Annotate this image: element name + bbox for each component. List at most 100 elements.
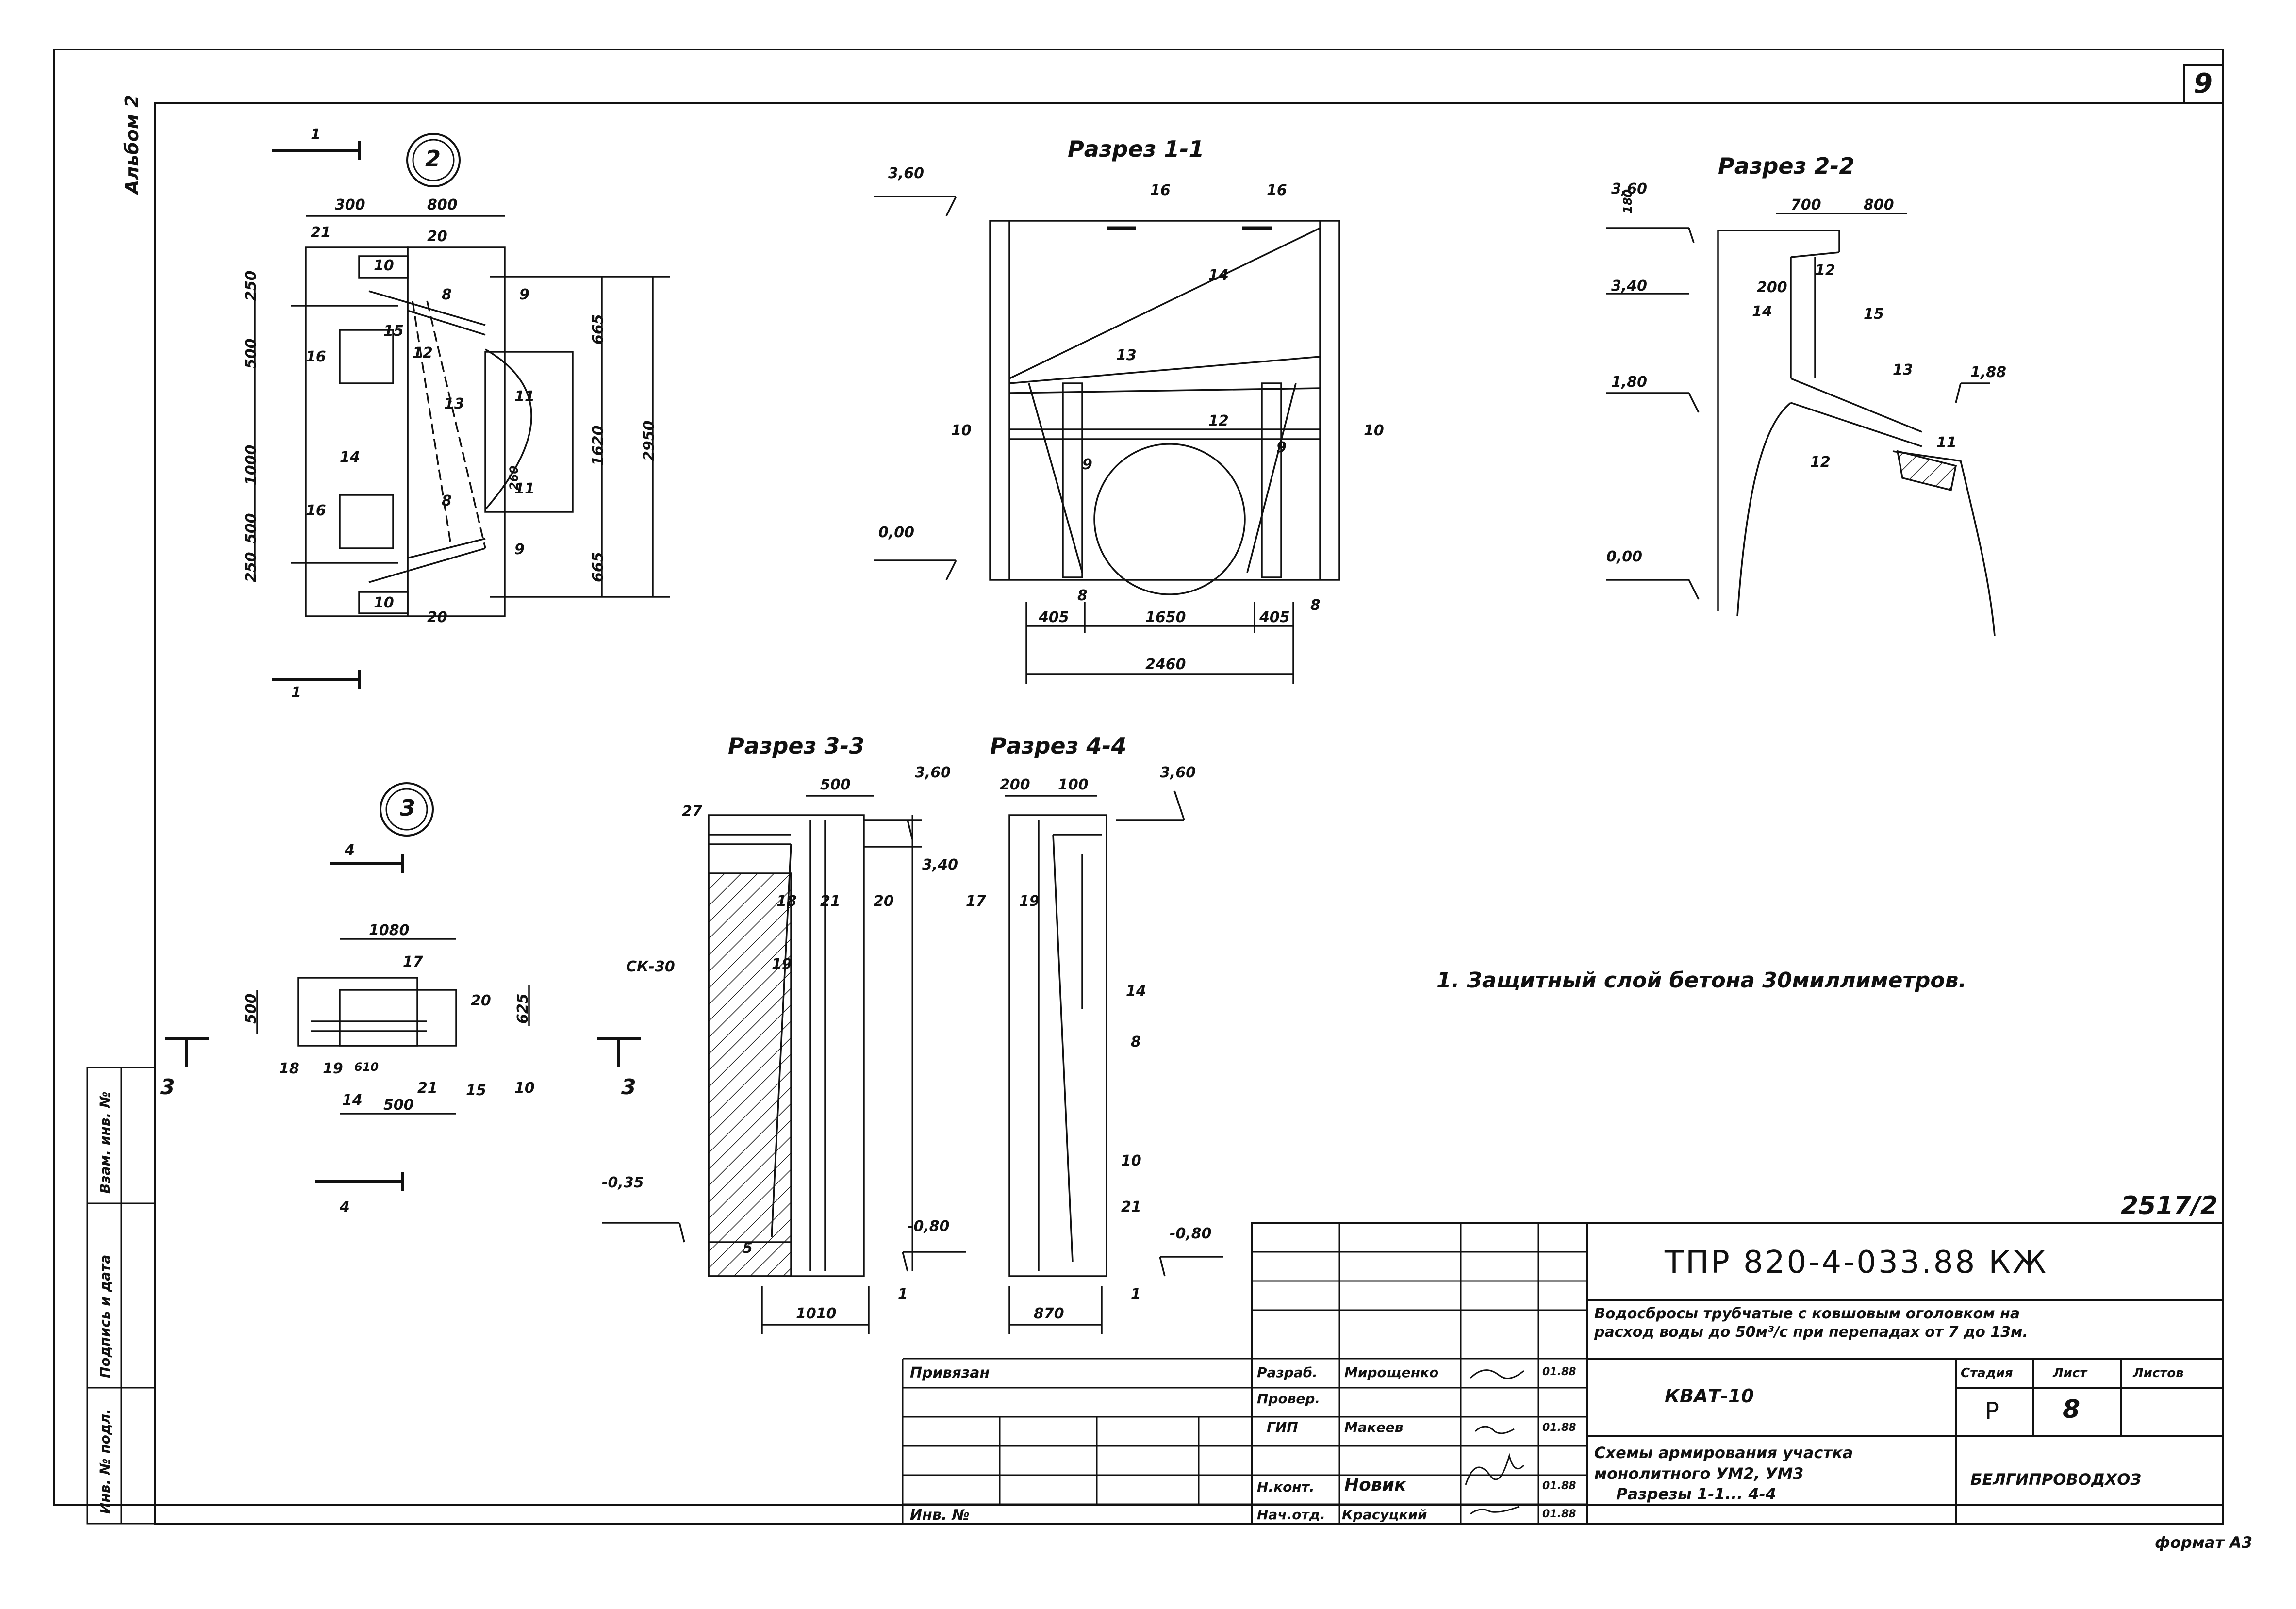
view2-pos-11b: 11 [514,480,535,497]
view2-pos-15: 15 [383,323,404,340]
section11-pos-9a: 9 [1082,456,1092,473]
view2-pos-9b: 9 [514,541,525,558]
section11-pos-10b: 10 [1364,422,1384,439]
section33-dim-0: 500 [820,776,851,793]
section11-level-top: 3,60 [888,165,925,182]
view3-dim-0: 1080 [369,922,410,939]
view3-cut-3-left: 3 [160,1075,175,1100]
view2-cut-bottom: 1 [291,684,301,701]
tb-sheet-header: Лист [2053,1366,2087,1380]
section11-geometry [874,196,1340,684]
view3-pos-17: 17 [403,953,423,970]
tb-drawing-title-3: Разрезы 1-1... 4-4 [1616,1485,1777,1503]
section22-dim-2: 800 [1864,197,1894,213]
section33-pos-18: 18 [776,893,797,910]
section44-pos-1: 1 [1131,1286,1141,1303]
tb-sheet: 8 [2063,1395,2081,1424]
section44-pos-8: 8 [1131,1034,1141,1051]
title-block-grid [902,1223,1587,1524]
view3-cut-4-top: 4 [345,842,355,859]
section11-pos-10a: 10 [951,422,972,439]
view2-pos-14: 14 [340,449,360,466]
section44-pos-21: 21 [1121,1199,1141,1215]
section33-title: Разрез 3-3 [728,733,865,759]
tb-name-5: Красуцкий [1342,1507,1427,1523]
section11-dim-0: 405 [1039,609,1069,626]
view2-dim-top-1: 800 [427,197,458,213]
format-label: формат А3 [2155,1533,2253,1552]
section11-level-bottom: 0,00 [878,524,915,541]
view2-pos-10: 10 [374,257,394,274]
section11-pos-9b: 9 [1276,439,1287,456]
tb-sheets-header: Листов [2133,1366,2184,1380]
section33-pos-21: 21 [820,893,841,910]
tb-drawing-title-2: монолитного УМ2, УМ3 [1594,1464,1804,1483]
view3-dim-1: 500 [243,993,260,1024]
tb-description-1: Водосбросы трубчатые с ковшовым оголовко… [1594,1305,2020,1322]
view3-marker: 3 [400,795,416,821]
tb-role-0: Разраб. [1257,1364,1318,1380]
tb-date-0: 01.88 [1542,1366,1576,1378]
tb-organization: БЕЛГИПРОВОДХОЗ [1970,1470,2142,1489]
section33-pos-20: 20 [874,893,894,910]
section11-pos-8a: 8 [1077,587,1088,604]
tb-role-1: Провер. [1257,1391,1321,1407]
section44-pos-19: 19 [1019,893,1040,910]
view2-pos-16b: 16 [306,502,326,519]
view3-cut-3-right: 3 [621,1075,636,1100]
drawing-frame [154,102,2224,1525]
section33-level-2: -0,35 [602,1174,644,1191]
section11-pos-16a: 16 [1150,182,1171,199]
section22-dim-0: 180 [1621,189,1635,213]
archive-number: 2517/2 [2121,1191,2218,1220]
view2-dim-right-0: 665 [590,314,607,345]
view2-pos-10b: 10 [374,594,394,611]
view2-dim-left-1: 500 [243,338,260,369]
album-label: Альбом 2 [121,95,143,194]
tb-inv-no: Инв. № [910,1507,970,1524]
view2-pos-21: 21 [311,224,331,241]
view2-pos-20b: 20 [427,609,447,626]
side-stamp-inv: Инв. № подл. [97,1409,113,1514]
section44-pos-10: 10 [1121,1152,1141,1169]
section22-pos-15: 15 [1864,306,1884,323]
view3-geometry [165,782,641,1191]
side-stamp-lines [86,1067,156,1525]
view2-dim-left-4: 250 [243,552,260,582]
view2-marker: 2 [425,146,441,172]
section22-geometry [1606,213,1996,636]
section11-title: Разрез 1-1 [1068,136,1205,162]
section33-pos-27: 27 [682,803,702,820]
section22-pos-13: 13 [1893,361,1913,378]
section44-level-1: -0,80 [1170,1225,1212,1242]
view2-pos-8: 8 [442,286,452,303]
title-block-lines [1251,1222,2224,1525]
section33-pos-19: 19 [772,956,792,973]
tb-name-0: Мирощенко [1344,1364,1439,1380]
view3-pos-21: 21 [417,1080,438,1097]
view3-pos-19: 19 [323,1060,343,1077]
section33-pos-1: 1 [898,1286,908,1303]
view2-dim-left-3: 500 [243,513,260,543]
section11-pos-14: 14 [1208,267,1229,284]
view2-pos-20: 20 [427,228,447,245]
section22-title: Разрез 2-2 [1718,153,1855,179]
section22-pos-12a: 12 [1815,262,1835,279]
section33-geometry [602,795,966,1334]
view2-dim-right-2: 665 [590,552,607,582]
view3-dim-2: 625 [514,993,531,1024]
sheet-number-box [2183,64,2224,104]
section11-pos-16b: 16 [1267,182,1287,199]
section44-level-0: 3,60 [1160,764,1196,781]
section22-pos-11: 11 [1936,434,1957,451]
view2-pos-8b: 8 [442,493,452,509]
view3-pos-14: 14 [342,1092,363,1109]
section11-pos-13: 13 [1116,347,1137,364]
view2-dim-left-2: 1000 [243,444,260,486]
section22-pos-14: 14 [1752,303,1772,320]
section22-pos-12b: 12 [1810,454,1831,471]
view3-pos-20: 20 [471,992,491,1009]
section22-dim-3: 200 [1757,279,1787,296]
section33-level-1: 3,40 [922,856,958,873]
